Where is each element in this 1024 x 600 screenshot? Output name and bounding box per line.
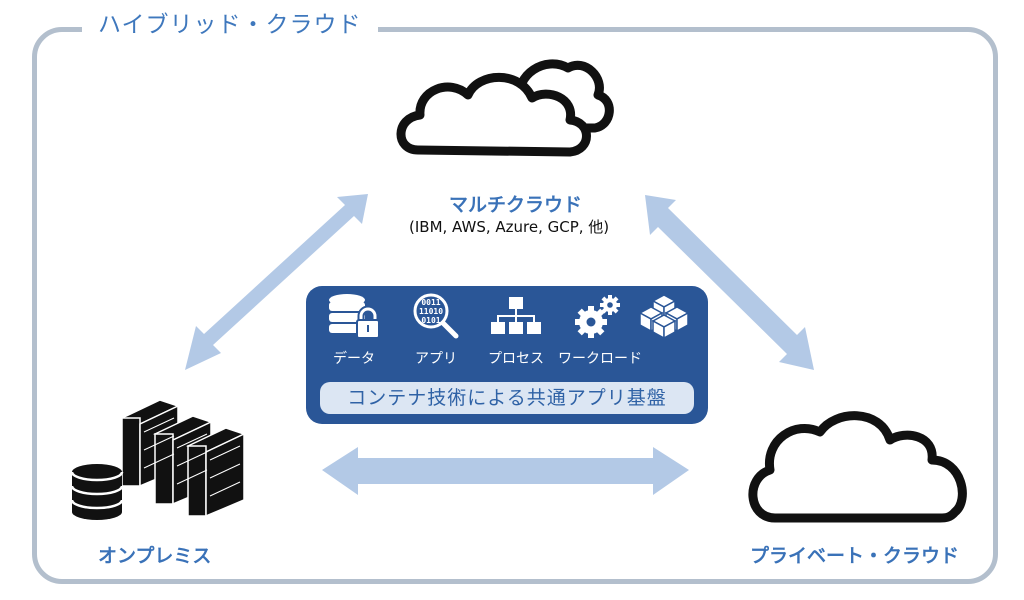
platform-item-data: データ (314, 292, 394, 368)
arrow-onprem-multicloud (185, 194, 368, 370)
onpremises-label: オンプレミス (98, 545, 212, 567)
multicloud-sublabel: (IBM, AWS, Azure, GCP, 他) (409, 218, 610, 236)
platform-item-app: 0011 11010 0101 アプリ (396, 292, 476, 368)
platform-item-label: ワークロード (558, 351, 642, 367)
arrow-onprem-private (322, 447, 689, 495)
database-lock-icon (314, 292, 394, 340)
double-cloud-icon (396, 59, 614, 157)
frame-title: ハイブリッド・クラウド (82, 8, 378, 42)
servers-database-icon (70, 399, 247, 520)
platform-item-workload: ワークロード (558, 292, 642, 368)
platform-item-label: アプリ (415, 351, 457, 367)
svg-text:11010: 11010 (419, 307, 443, 316)
cubes-icon (624, 292, 704, 340)
multicloud-label: マルチクラウド (449, 194, 583, 216)
arrow-multicloud-private (645, 195, 814, 370)
platform-item-containers (624, 292, 704, 340)
gears-icon (558, 292, 638, 340)
platform-item-label: プロセス (488, 351, 544, 367)
platform-item-label: データ (333, 351, 375, 367)
common-platform-banner: コンテナ技術による共通アプリ基盤 (320, 382, 694, 414)
container-platform-panel: データ 0011 11010 0101 アプリ (306, 286, 708, 424)
private-cloud-label: プライベート・クラウド (750, 545, 960, 567)
cloud-icon (748, 411, 967, 523)
flowchart-icon (476, 292, 556, 340)
binary-magnifier-icon: 0011 11010 0101 (396, 292, 476, 340)
svg-text:0011: 0011 (421, 298, 440, 307)
svg-text:0101: 0101 (421, 316, 440, 325)
platform-item-process: プロセス (476, 292, 556, 368)
